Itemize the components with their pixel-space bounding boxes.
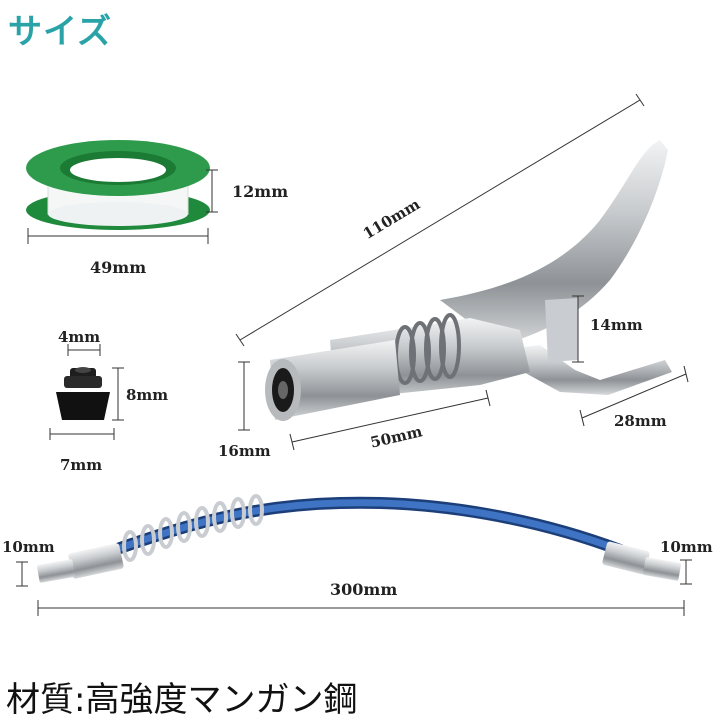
hose-left-fitting-label: 10mm	[2, 538, 55, 556]
tape-width-label: 49mm	[90, 258, 147, 277]
rubber-cap	[56, 367, 110, 420]
page-title: サイズ	[8, 12, 112, 52]
coupler-diameter-label: 16mm	[218, 442, 271, 460]
cap-bottom-label: 7mm	[60, 456, 103, 474]
grease-hose	[37, 494, 681, 583]
ptfe-tape	[26, 140, 210, 230]
hose-right-fitting-label: 10mm	[660, 538, 713, 556]
grease-coupler	[265, 140, 672, 421]
material-caption: 材質:高強度マンガン鋼	[6, 680, 358, 720]
coupler-lever-label: 14mm	[590, 316, 643, 334]
coupler-handle-label: 28mm	[614, 412, 667, 430]
tape-height-label: 12mm	[232, 182, 289, 201]
dimension-lines	[16, 93, 692, 616]
hose-length-label: 300mm	[330, 580, 398, 599]
cap-top-label: 4mm	[58, 328, 101, 346]
cap-height-label: 8mm	[126, 386, 169, 404]
